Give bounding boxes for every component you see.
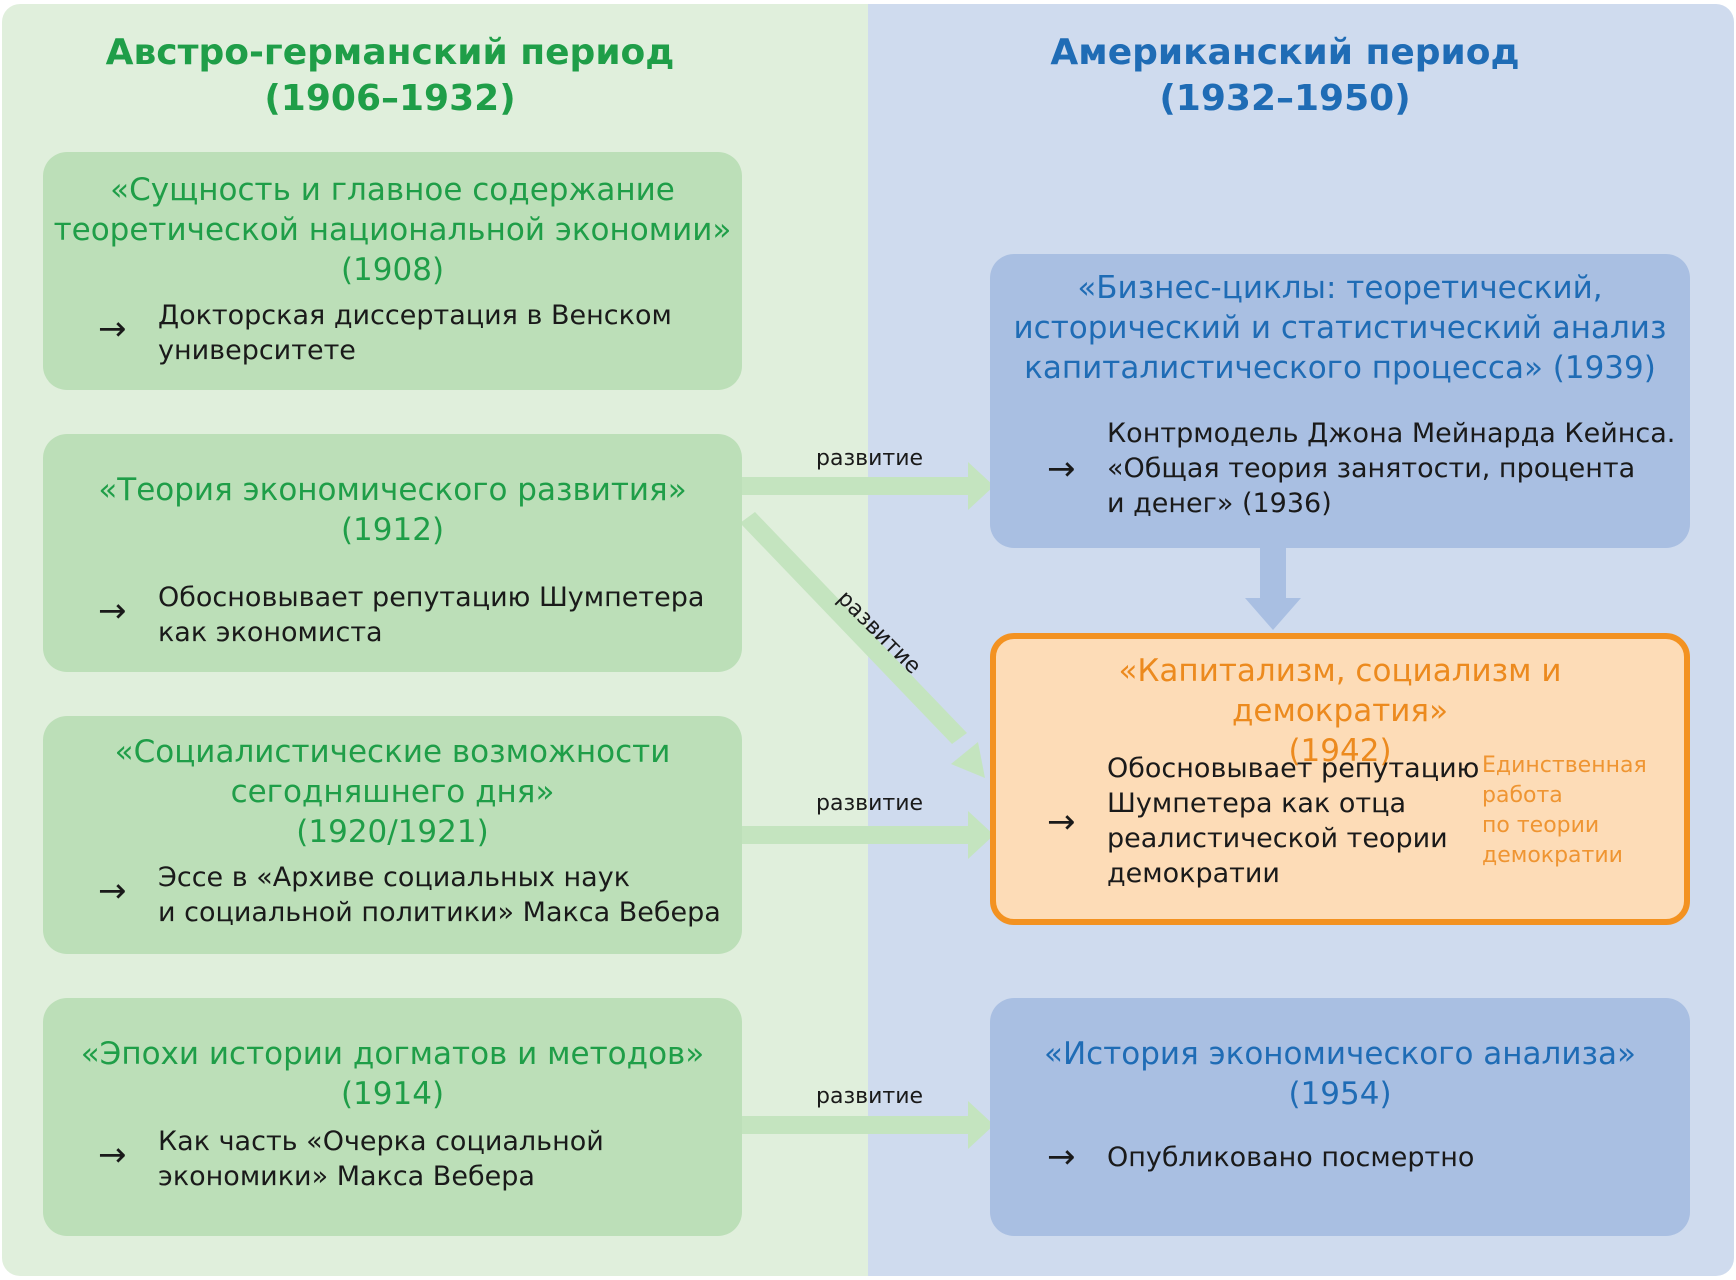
arrow-icon: →	[98, 591, 127, 631]
connector-label-1920-1942: развитие	[816, 791, 924, 816]
work-description-1914: Как часть «Очерка социальной экономики» …	[158, 1126, 604, 1192]
austro-german-period-title: Австро-германский период (1906–1932)	[105, 32, 675, 119]
work-description-1920: Эссе в «Архиве социальных наук и социаль…	[158, 862, 721, 928]
work-box-1920: «Социалистические возможности сегодняшне…	[43, 716, 742, 954]
arrow-icon: →	[1047, 449, 1076, 489]
work-description-1954: Опубликовано посмертно	[1107, 1142, 1475, 1173]
work-title-1912: «Теория экономического развития» (1912)	[98, 472, 687, 548]
arrow-icon: →	[98, 1135, 127, 1175]
work-title-1914: «Эпохи истории догматов и методов» (1914…	[80, 1036, 705, 1112]
work-description-1939: Контрмодель Джона Мейнарда Кейнса. «Обща…	[1107, 418, 1676, 519]
work-note-1942: Единственная работа по теории демократии	[1482, 753, 1647, 868]
work-box-1954: «История экономического анализа» (1954) …	[990, 998, 1690, 1236]
work-box-1912: «Теория экономического развития» (1912) …	[43, 434, 742, 672]
work-title-1908: «Сущность и главное содержание теоретиче…	[53, 172, 732, 288]
connector-label-1914-1954: развитие	[816, 1084, 924, 1109]
down-arrow-1939-to-1942	[1245, 545, 1301, 630]
connector-arrow-1914-to-1954	[740, 1101, 994, 1149]
connector-label-1912-1939: развитие	[816, 446, 924, 471]
work-box-1942: «Капитализм, социализм и демократия» (19…	[990, 633, 1690, 925]
work-title-1942: «Капитализм, социализм и демократия» (19…	[1118, 653, 1562, 769]
arrow-icon: →	[1047, 802, 1076, 842]
work-title-1920: «Социалистические возможности сегодняшне…	[114, 734, 671, 850]
work-description-1912: Обосновывает репутацию Шумпетера как эко…	[158, 582, 705, 648]
work-description-1908: Докторская диссертация в Венском универс…	[158, 300, 672, 366]
connector-arrow-1912-to-1942	[740, 512, 985, 778]
connector-arrow-1920-to-1942	[740, 811, 994, 859]
arrow-icon: →	[1047, 1137, 1076, 1177]
american-period-title: Американский период (1932–1950)	[1050, 32, 1520, 119]
work-box-1914: «Эпохи истории догматов и методов» (1914…	[43, 998, 742, 1236]
arrow-icon: →	[98, 871, 127, 911]
connector-arrow-1912-to-1939	[740, 462, 994, 510]
work-box-1939: «Бизнес-циклы: теоретический, историческ…	[990, 254, 1690, 548]
work-description-1942: Обосновывает репутацию Шумпетера как отц…	[1107, 753, 1480, 889]
work-title-1954: «История экономического анализа» (1954)	[1044, 1036, 1636, 1112]
work-title-1939: «Бизнес-циклы: теоретический, историческ…	[1013, 270, 1667, 386]
work-box-1908: «Сущность и главное содержание теоретиче…	[43, 152, 742, 390]
arrow-icon: →	[98, 309, 127, 349]
